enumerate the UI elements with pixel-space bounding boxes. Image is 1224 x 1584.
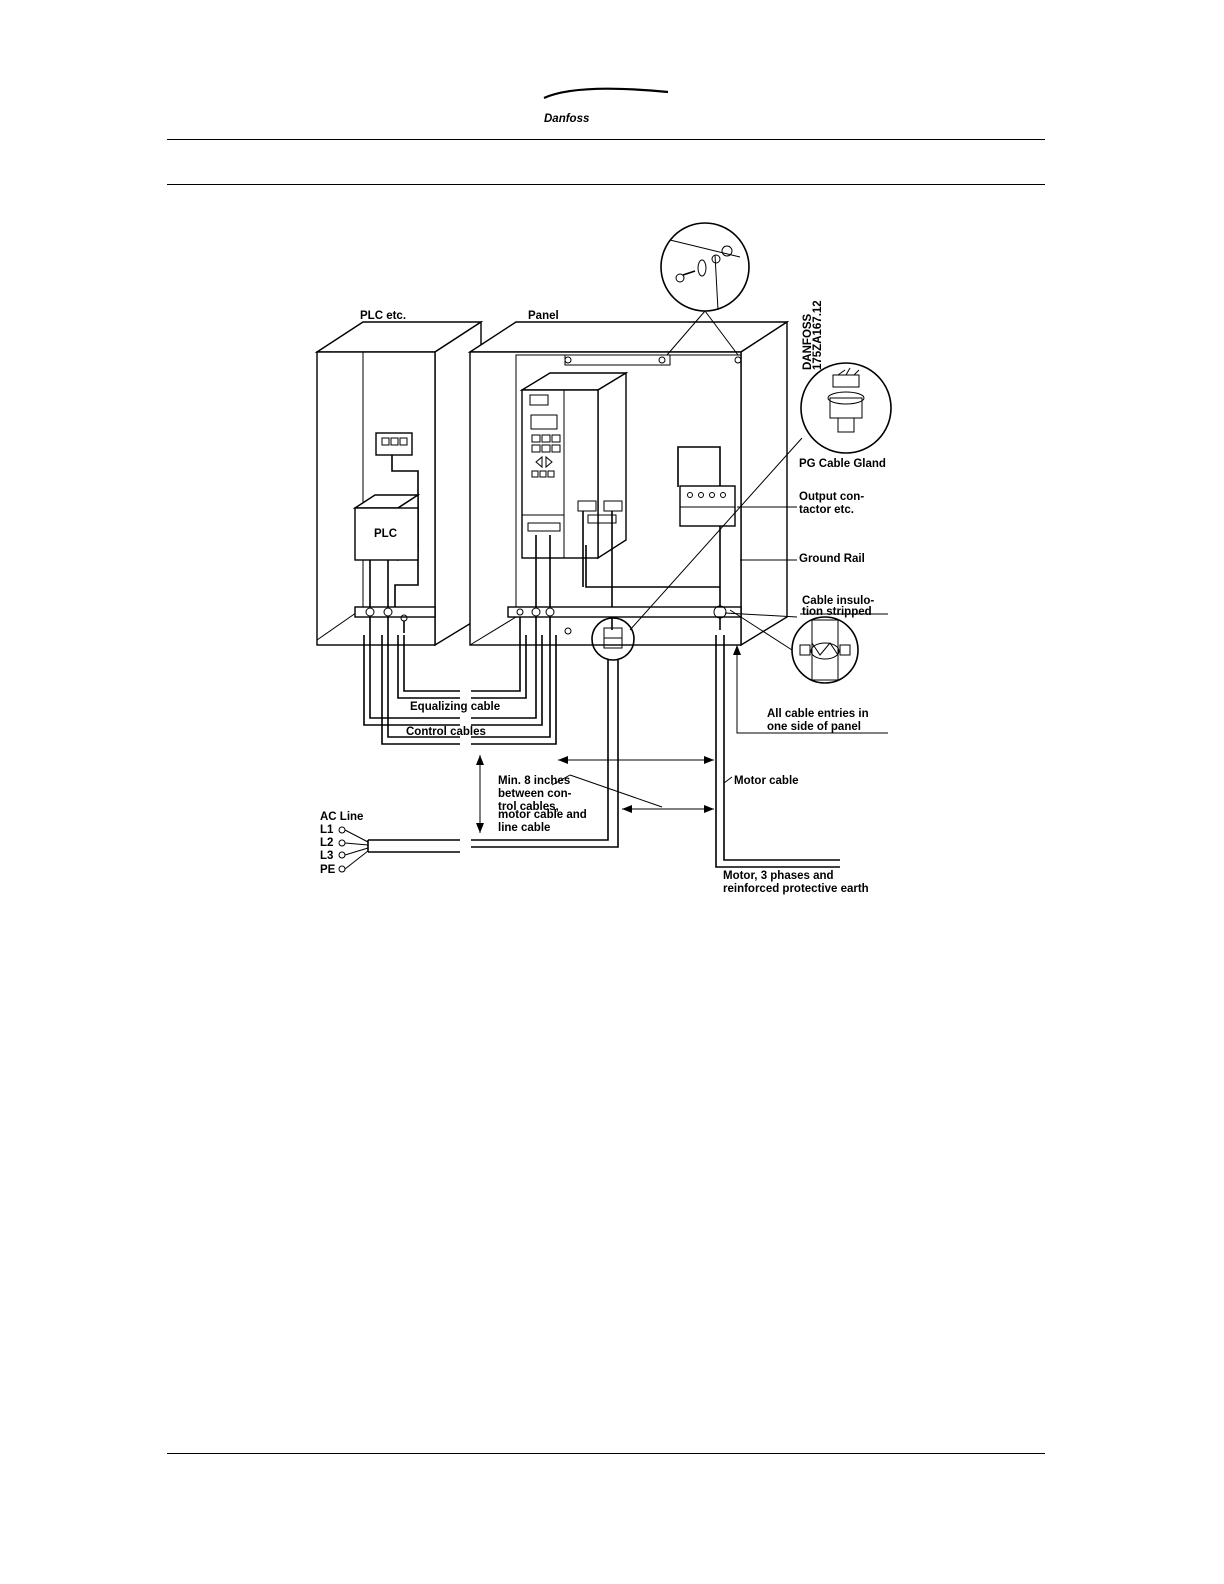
control-cables — [363, 635, 557, 745]
drawing-id-2: 175ZA167.12 — [812, 300, 824, 370]
label-l3: L3 — [320, 850, 333, 862]
leader-lines — [723, 506, 888, 784]
plc-box: PLC — [352, 493, 421, 610]
label-min-distance-1: Min. 8 inches — [498, 775, 570, 787]
ac-line-input — [338, 826, 460, 873]
line-cable — [471, 660, 619, 848]
header-rule-top — [167, 139, 1045, 140]
label-output-contactor-1: Output con- — [799, 491, 864, 503]
label-motor-2: reinforced protective earth — [723, 883, 869, 895]
label-min-distance-3: trol cables, — [498, 801, 559, 813]
label-output-contactor-2: tactor etc. — [799, 504, 854, 516]
label-ac-line: AC Line — [320, 811, 363, 823]
label-pe: PE — [320, 864, 336, 876]
label-motor-cable: Motor cable — [734, 775, 799, 787]
mounting-bolt-detail — [660, 222, 750, 356]
label-pg-cable-gland: PG Cable Gland — [799, 458, 886, 470]
pg-gland-entry — [591, 617, 635, 661]
pg-cable-gland-detail — [629, 362, 892, 631]
motor-cable — [715, 635, 840, 868]
label-plc-cabinet: PLC etc. — [360, 310, 406, 322]
label-ground-rail: Ground Rail — [799, 553, 865, 565]
plc-ground-rail — [354, 606, 436, 635]
label-equalizing-cable: Equalizing cable — [410, 701, 500, 713]
label-panel: Panel — [528, 310, 559, 322]
main-panel — [467, 320, 790, 647]
label-cable-insulation-1: Cable insulo- — [802, 595, 874, 607]
emc-installation-diagram: PLC — [314, 222, 892, 895]
output-contactor — [585, 446, 736, 630]
label-motor-1: Motor, 3 phases and — [723, 870, 834, 882]
drawing-id-1: DANFOSS — [802, 313, 814, 370]
label-cable-insulation-2: tion stripped — [802, 606, 872, 618]
label-min-distance-4: motor cable and — [498, 809, 587, 821]
label-min-distance-2: between con- — [498, 788, 572, 800]
cable-insulation-detail — [729, 609, 859, 684]
frequency-converter — [519, 371, 629, 630]
plc-cabinet — [314, 320, 484, 647]
label-control-cables: Control cables — [406, 726, 486, 738]
label-l2: L2 — [320, 837, 333, 849]
label-min-distance-5: line cable — [498, 822, 550, 834]
label-all-entries-1: All cable entries in — [767, 708, 869, 720]
danfoss-logo: Danfoss — [543, 87, 669, 125]
label-l1: L1 — [320, 824, 334, 836]
panel-ground-rail — [507, 605, 742, 635]
plc-box-label: PLC — [374, 528, 397, 540]
footer-rule — [167, 1453, 1045, 1454]
label-all-entries-2: one side of panel — [767, 721, 861, 733]
header-rule-bottom — [167, 184, 1045, 185]
logo-text: Danfoss — [544, 113, 589, 125]
dimension-arrows — [476, 755, 714, 833]
equalizing-cable — [397, 635, 527, 699]
